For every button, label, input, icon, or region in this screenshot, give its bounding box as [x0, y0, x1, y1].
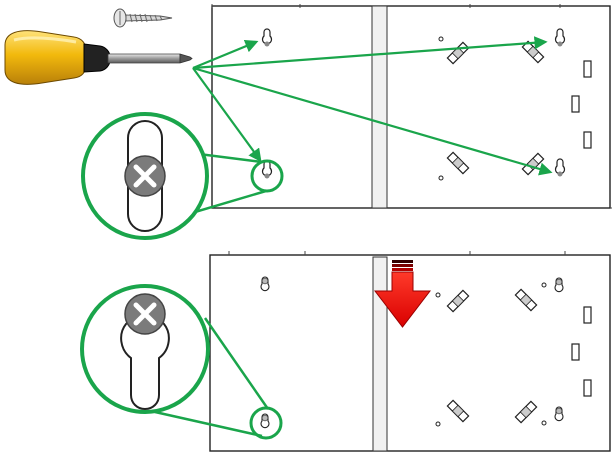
diagonal-slot — [446, 399, 470, 423]
diagonal-slot — [446, 151, 470, 175]
screw-cross — [133, 164, 157, 188]
diagonal-slot — [514, 400, 538, 424]
diagonal-slot — [446, 289, 470, 313]
keyhole-screw — [260, 276, 270, 292]
screw-icon — [113, 8, 173, 28]
keyhole-screw — [554, 406, 564, 422]
keyhole-zoom-callout-bottom — [80, 284, 283, 440]
keyhole-zoom-callout-top — [81, 112, 284, 240]
down-arrow-icon — [373, 260, 432, 328]
keyhole-slot-icon — [554, 158, 566, 177]
bracket-panel-top — [211, 4, 612, 209]
keyhole-screw — [554, 277, 564, 293]
keyhole-screw — [260, 413, 270, 429]
screwdriver-icon — [4, 30, 193, 85]
screw-cross — [133, 302, 157, 326]
bracket-panel-bottom — [209, 251, 611, 452]
keyhole-slot-icon — [261, 28, 273, 47]
keyhole-slot-icon — [554, 28, 566, 47]
diagonal-slot — [514, 288, 538, 312]
screw-direction-arrows — [192, 36, 553, 176]
